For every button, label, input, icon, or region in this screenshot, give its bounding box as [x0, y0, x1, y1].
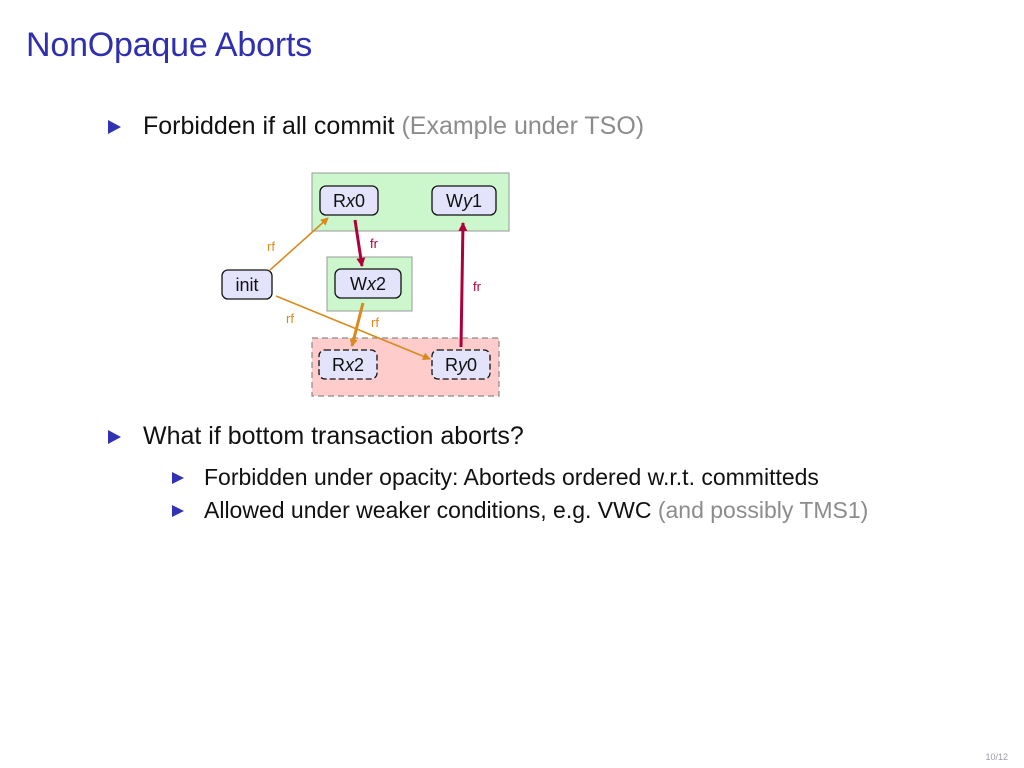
edge-label-wx2-rx2: rf [371, 315, 379, 330]
svg-text:Rx2: Rx2 [332, 355, 364, 375]
bullet-text: Forbidden if all commit [143, 112, 395, 140]
edge-rx0-wx2 [353, 219, 366, 267]
svg-text:Ry0: Ry0 [445, 355, 477, 375]
slide-title: NonOpaque Aborts [26, 26, 312, 64]
sub-bullet-text: Allowed under weaker conditions, e.g. VW… [204, 497, 652, 523]
svg-text:Wy1: Wy1 [446, 191, 482, 211]
node-rx0: Rx0 [319, 185, 379, 216]
node-init-label: init [235, 275, 258, 295]
bullet-triangle-icon [108, 429, 121, 444]
sub-bullet-note: (and possibly TMS1) [657, 497, 869, 523]
bullet-triangle-icon [108, 119, 121, 134]
bullet-triangle-icon [172, 471, 184, 484]
node-wy1: Wy1 [431, 185, 497, 216]
edge-label-init-rx0: rf [267, 239, 275, 254]
sub-bullet-text: Forbidden under opacity: Aborteds ordere… [204, 464, 819, 490]
svg-text:Wx2: Wx2 [350, 274, 386, 294]
node-wx2: Wx2 [334, 268, 402, 299]
bullet-note: (Example under TSO) [401, 112, 645, 140]
page-number: 10/12 [985, 752, 1008, 762]
node-init: init [221, 269, 273, 300]
edge-init-rx0 [269, 217, 329, 271]
edge-label-rx0-wx2: fr [370, 236, 379, 251]
edge-label-ry0-wy1: fr [473, 279, 482, 294]
edge-label-init-ry0: rf [286, 311, 294, 326]
bullet-triangle-icon [172, 504, 184, 517]
svg-text:Rx0: Rx0 [333, 191, 365, 211]
node-ry0: Ry0 [431, 349, 491, 380]
bullet-forbidden-if-all-commit: Forbidden if all commit (Example under T… [108, 112, 644, 141]
bullet-text: What if bottom transaction aborts? [143, 422, 524, 450]
sub-bullet-opacity: Forbidden under opacity: Aborteds ordere… [172, 464, 819, 491]
node-rx2: Rx2 [318, 349, 378, 380]
bullet-what-if-aborts: What if bottom transaction aborts? [108, 422, 524, 451]
sub-bullet-weaker-conditions: Allowed under weaker conditions, e.g. VW… [172, 497, 868, 524]
edge-ry0-wy1 [458, 222, 468, 348]
edge-init-ry0 [275, 295, 431, 361]
edge-wx2-rx2 [349, 302, 365, 347]
